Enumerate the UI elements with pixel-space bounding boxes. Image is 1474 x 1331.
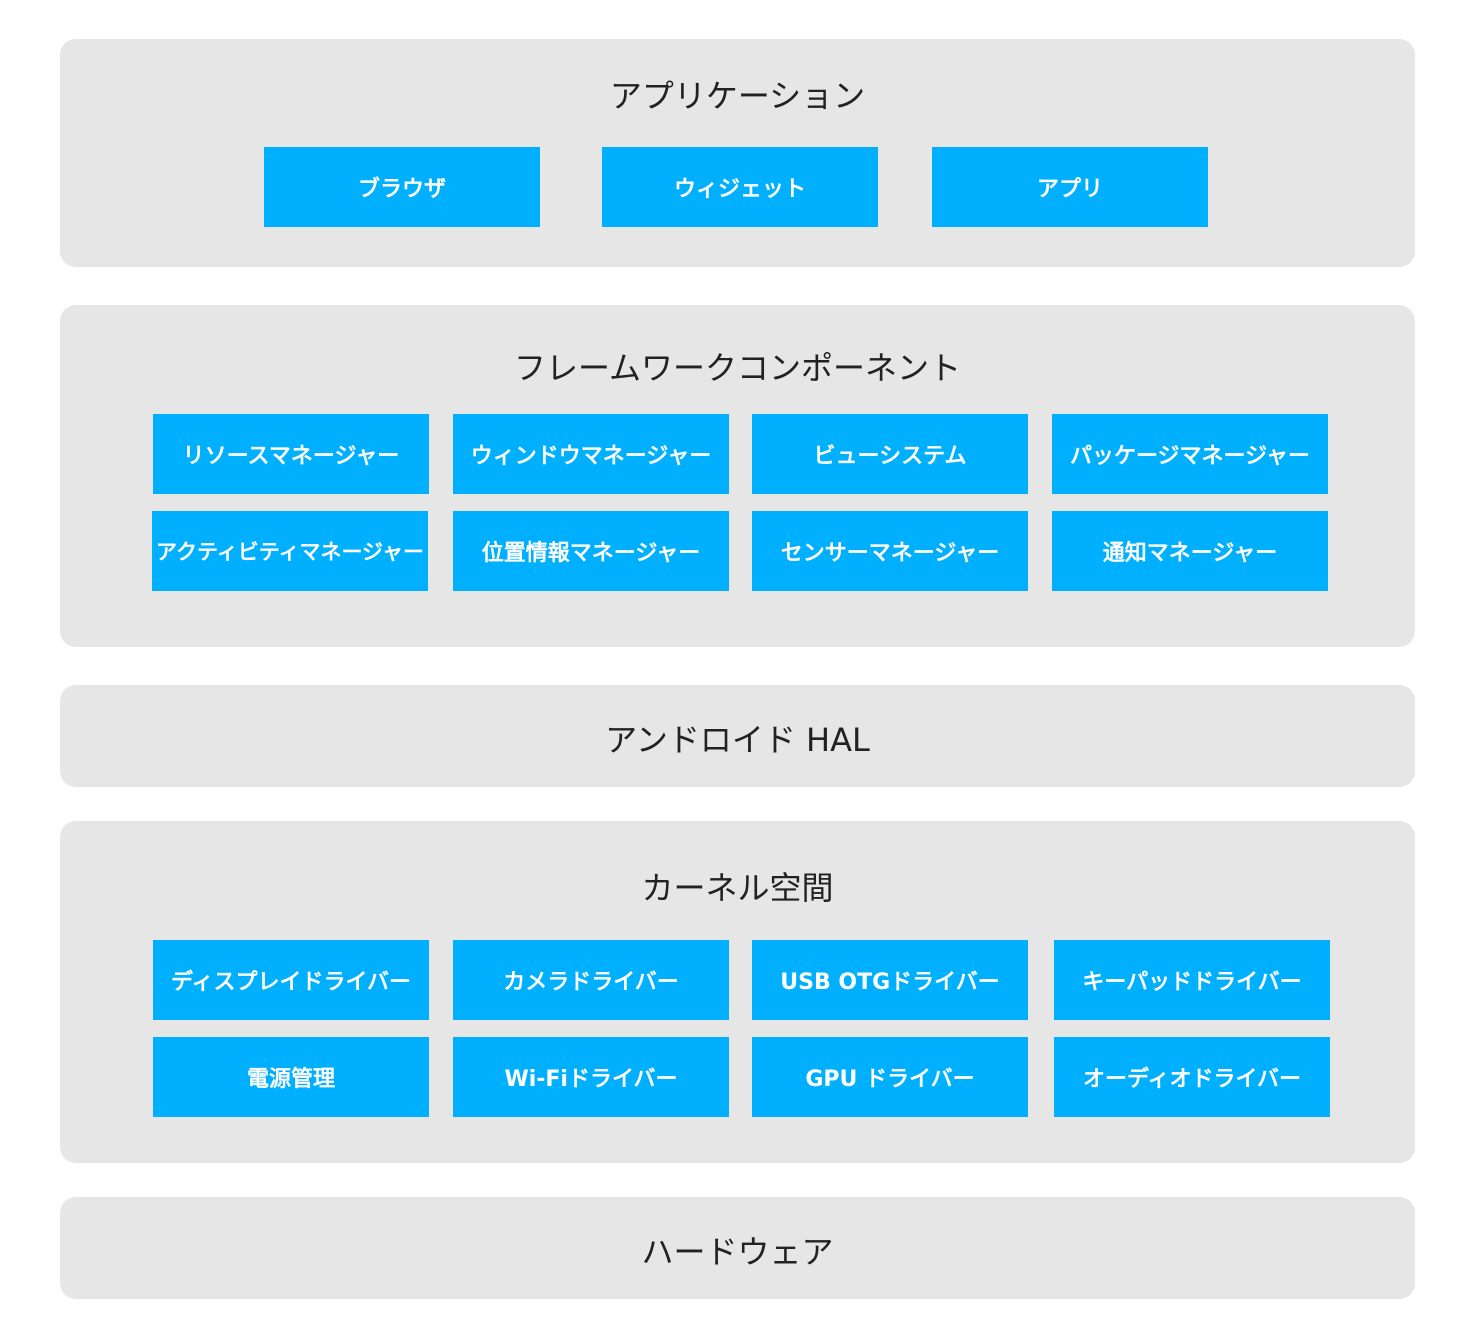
component-audio-driver: オーディオドライバー [1054,1037,1330,1117]
component-label: USB OTGドライバー [780,970,1000,995]
hal-layer-title: アンドロイド HAL [605,721,870,759]
component-label: ディスプレイドライバー [170,970,412,995]
hardware-layer: ハードウェア [60,1197,1415,1299]
component-label: 位置情報マネージャー [481,541,701,566]
component-label: アプリ [1036,177,1103,202]
component-label: GPU ドライバー [805,1067,975,1092]
component-resource-manager: リソースマネージャー [153,414,429,494]
hal-layer: アンドロイド HAL [60,685,1415,787]
kernel-layer: カーネル空間 ディスプレイドライバー カメラドライバー USB OTGドライバー… [60,821,1415,1163]
component-label: 通知マネージャー [1102,541,1278,566]
component-label: リソースマネージャー [182,444,400,469]
component-label: オーディオドライバー [1082,1067,1302,1092]
application-layer-title: アプリケーション [609,77,866,115]
component-notification-manager: 通知マネージャー [1052,511,1328,591]
component-label: ウィンドウマネージャー [470,444,712,469]
component-label: ブラウザ [357,177,446,202]
component-label: ビューシステム [813,444,967,469]
component-label: キーパッドドライバー [1082,970,1302,995]
component-label: Wi-Fiドライバー [504,1067,678,1092]
component-browser: ブラウザ [264,147,540,227]
component-camera-driver: カメラドライバー [453,940,729,1020]
component-usb-otg-driver: USB OTGドライバー [752,940,1028,1020]
component-app: アプリ [932,147,1208,227]
component-label: 電源管理 [246,1067,335,1092]
component-view-system: ビューシステム [752,414,1028,494]
component-window-manager: ウィンドウマネージャー [453,414,729,494]
component-label: ウィジェット [673,177,806,202]
component-sensor-manager: センサーマネージャー [752,511,1028,591]
component-label: カメラドライバー [503,970,679,995]
hardware-layer-title: ハードウェア [641,1233,834,1271]
component-wifi-driver: Wi-Fiドライバー [453,1037,729,1117]
component-label: パッケージマネージャー [1069,444,1311,469]
component-label: アクティビティマネージャー [156,540,424,564]
component-location-manager: 位置情報マネージャー [453,511,729,591]
component-display-driver: ディスプレイドライバー [153,940,429,1020]
component-widget: ウィジェット [602,147,878,227]
kernel-layer-title: カーネル空間 [641,869,834,907]
application-layer: アプリケーション ブラウザ ウィジェット アプリ [60,39,1415,267]
component-keypad-driver: キーパッドドライバー [1054,940,1330,1020]
component-power-management: 電源管理 [153,1037,429,1117]
component-gpu-driver: GPU ドライバー [752,1037,1028,1117]
framework-layer-title: フレームワークコンポーネント [513,349,962,387]
component-package-manager: パッケージマネージャー [1052,414,1328,494]
component-activity-manager: アクティビティマネージャー [152,511,428,591]
framework-layer: フレームワークコンポーネント リソースマネージャー ウィンドウマネージャー ビュ… [60,305,1415,647]
component-label: センサーマネージャー [780,541,1000,566]
